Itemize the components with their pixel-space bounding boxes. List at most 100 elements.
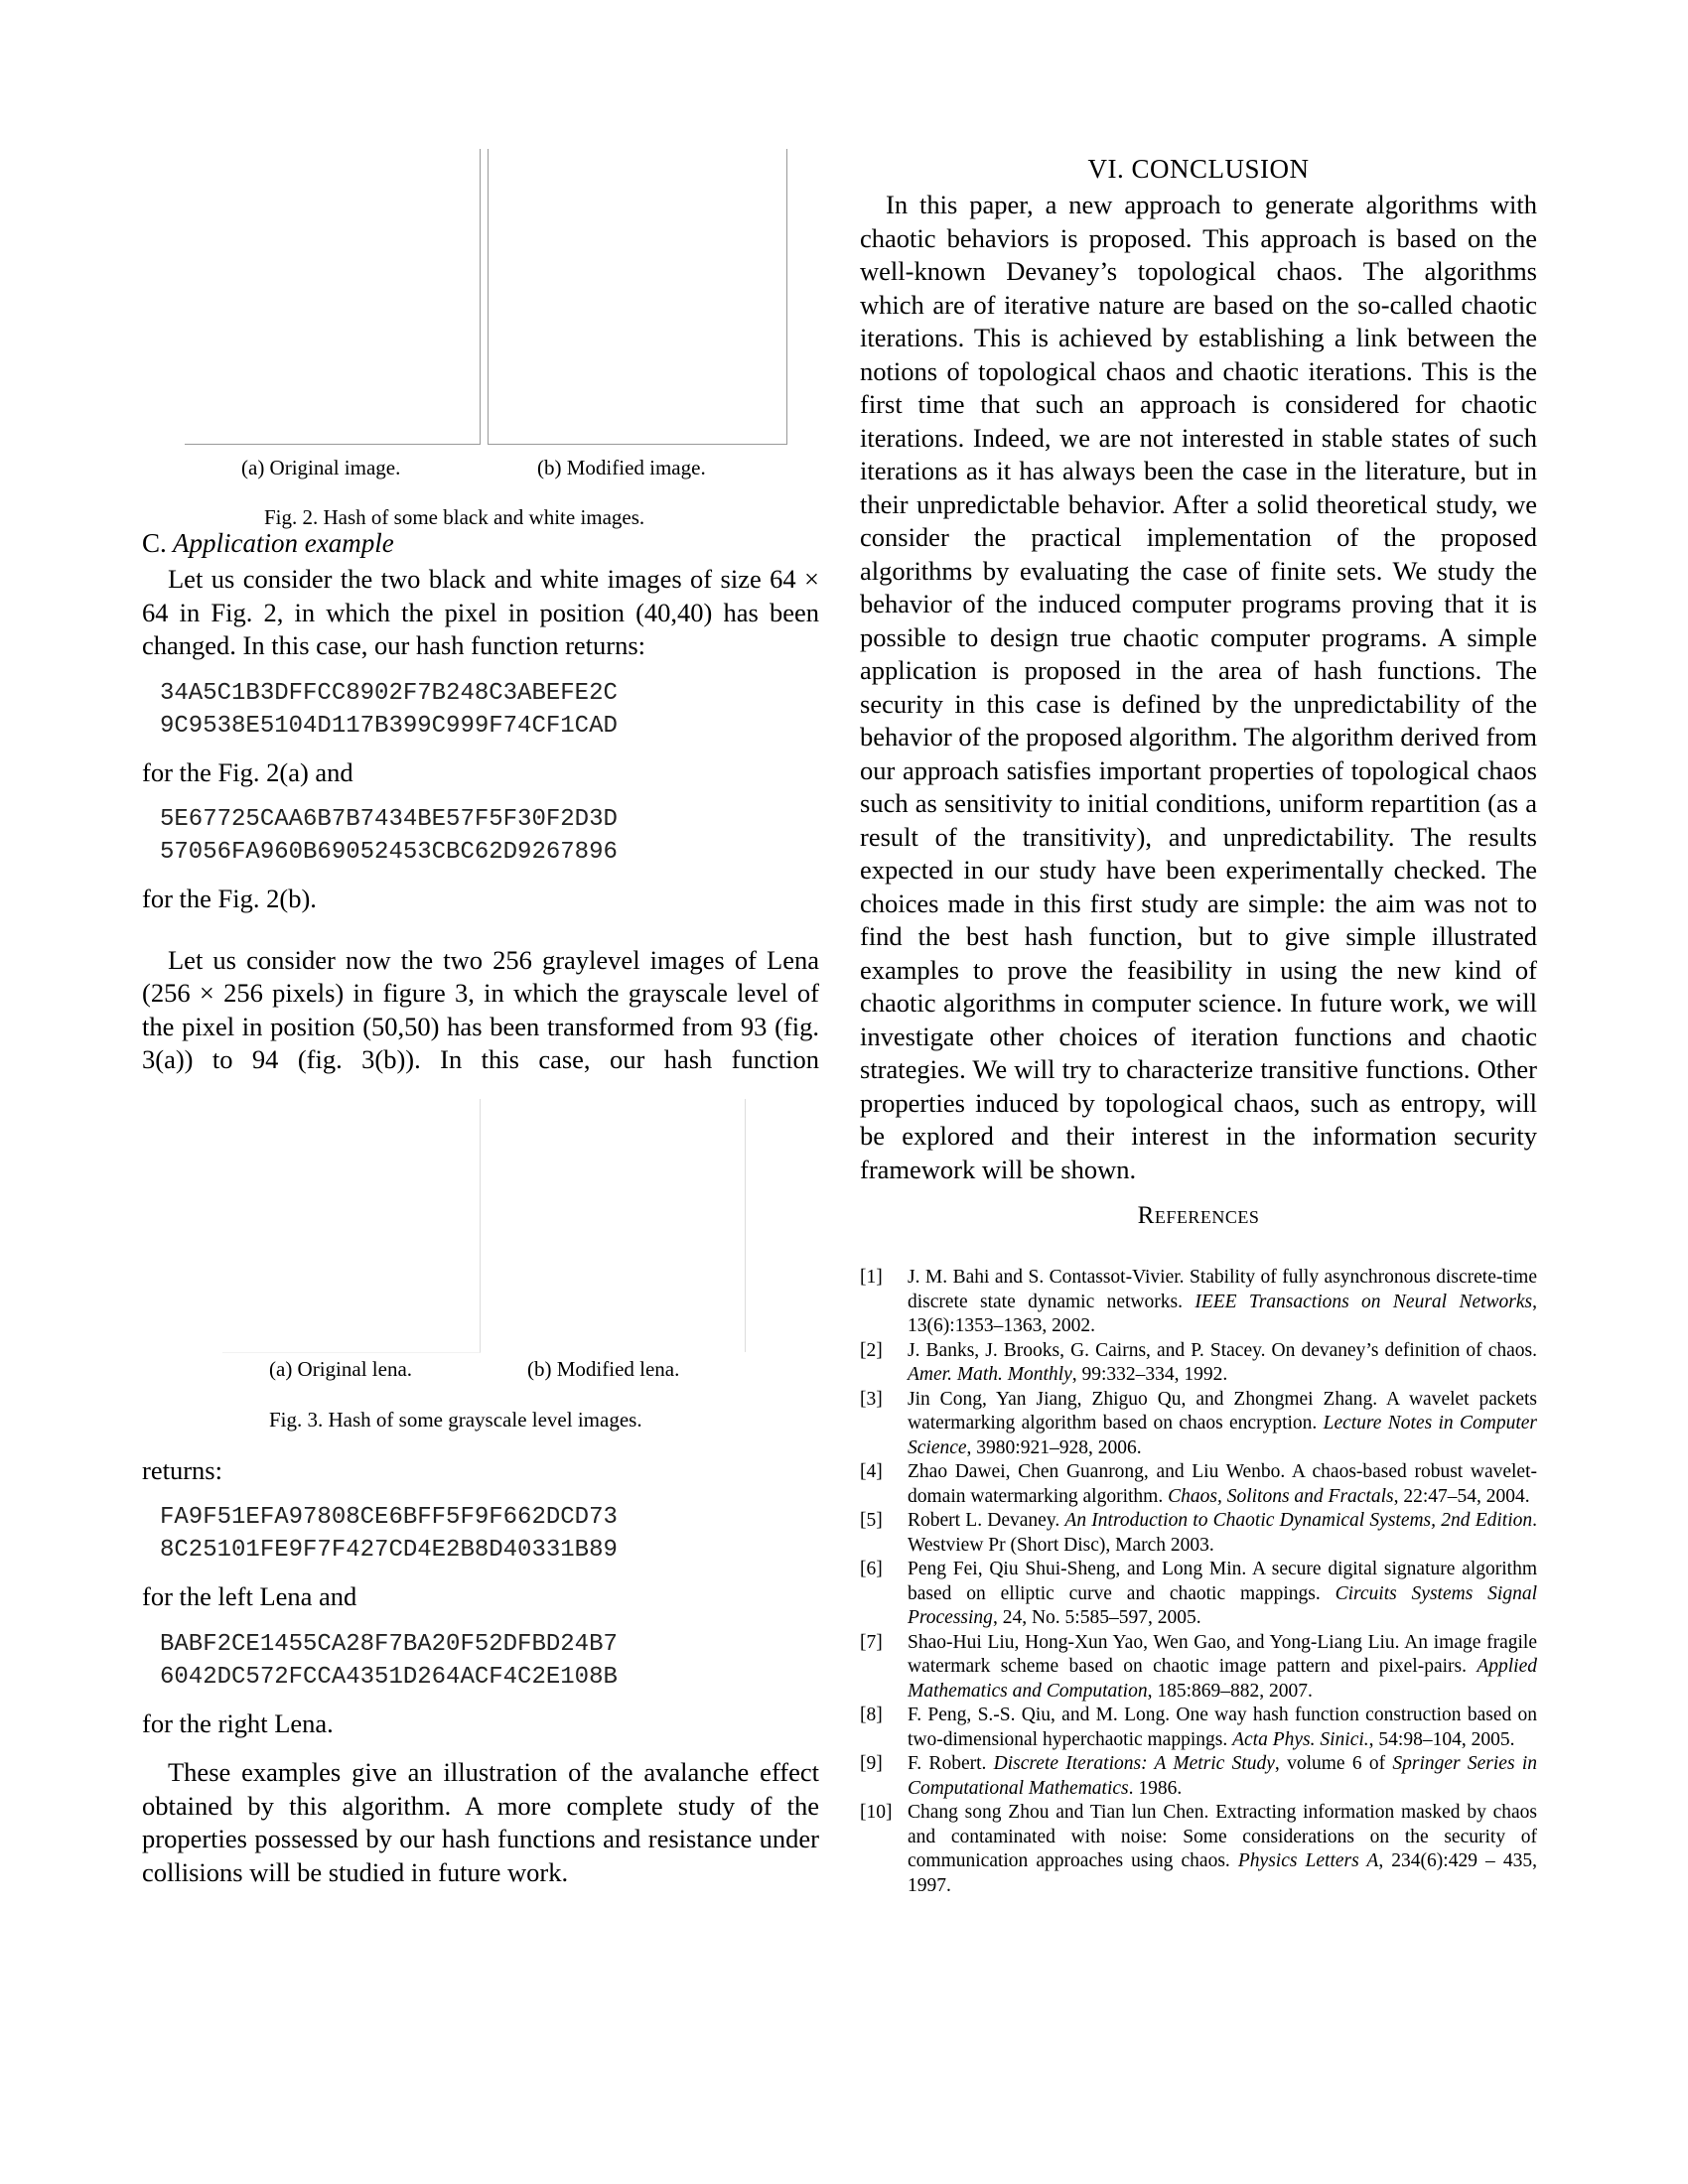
reference-venue: Acta Phys. Sinici. <box>1232 1728 1369 1750</box>
reference-segment: F. Peng, S.-S. Qiu, and M. Long. One way… <box>908 1705 1537 1750</box>
reference-segment: , volume 6 of <box>1274 1753 1393 1774</box>
reference-segment: F. Robert. <box>908 1753 994 1774</box>
reference-text: Chang song Zhou and Tian lun Chen. Extra… <box>908 1801 1537 1898</box>
conclusion-paragraph: In this paper, a new approach to generat… <box>860 190 1537 1184</box>
paragraph-bw-example: Let us consider the two black and white … <box>142 564 819 660</box>
figure-3b-caption: (b) Modified lena. <box>527 1356 680 1381</box>
reference-item: [2] J. Banks, J. Brooks, G. Cairns, and P… <box>860 1339 1537 1388</box>
reference-segment: Jin Cong, Yan Jiang, Zhiguo Qu, and Zhon… <box>908 1388 1537 1434</box>
reference-item: [4]Zhao Dawei, Chen Guanrong, and Liu We… <box>860 1460 1537 1509</box>
paragraph-lena-example: Let us consider now the two 256 grayleve… <box>142 944 819 1075</box>
left-column: (a) Original image. (b) Modified image. … <box>142 149 819 1889</box>
reference-segment: Chang song Zhou and Tian lun Chen. Extra… <box>908 1802 1537 1871</box>
reference-text: Peng Fei, Qiu Shui-Sheng, and Long Min. … <box>908 1558 1537 1631</box>
reference-segment: Shao-Hui Liu, Hong-Xun Yao, Wen Gao, and… <box>908 1631 1537 1678</box>
reference-segment: Zhao Dawei, Chen Guanrong, and Liu Wenbo… <box>908 1461 1537 1507</box>
reference-venue: Physics Letters A <box>1237 1850 1379 1871</box>
reference-segment: , 54:98–104, 2005. <box>1368 1728 1515 1750</box>
reference-number: [1] <box>860 1267 883 1288</box>
references-title: References <box>1137 1202 1260 1229</box>
reference-segment: , 185:869–882, 2007. <box>1147 1680 1313 1702</box>
hash-output-2: 5E67725CAA6B7B7434BE57F5F30F2D3D 57056FA… <box>160 803 819 869</box>
figure-2-caption: Fig. 2. Hash of some black and white ima… <box>264 505 645 529</box>
reference-venue: Chaos, Solitons and Fractals <box>1168 1485 1394 1507</box>
figure-2b-caption: (b) Modified image. <box>537 456 706 479</box>
returns-label: returns: <box>142 1454 222 1485</box>
subsection-heading: C. Application example <box>142 523 819 563</box>
hash-label-1: for the Fig. 2(a) and <box>142 756 353 787</box>
reference-number: [2] <box>860 1339 883 1361</box>
reference-text: Jin Cong, Yan Jiang, Zhiguo Qu, and Zhon… <box>908 1388 1537 1461</box>
reference-segment: , 234(6):429 – 435, 1997. <box>908 1850 1537 1896</box>
hash-line: FA9F51EFA97808CE6BFF5F9F662DCD73 <box>160 1504 618 1531</box>
reference-segment: , 22:47–54, 2004. <box>1393 1485 1530 1507</box>
reference-venue: Springer Series in Computational Mathema… <box>908 1753 1537 1799</box>
reference-venue: Amer. Math. Monthly <box>908 1364 1072 1385</box>
figure-2b-image <box>488 149 787 445</box>
reference-text: F. Peng, S.-S. Qiu, and M. Long. One way… <box>908 1704 1537 1752</box>
hash-label-3: for the left Lena and <box>142 1581 357 1611</box>
figure-2: (a) Original image. (b) Modified image. … <box>142 149 819 529</box>
reference-item: [6] Peng Fei, Qiu Shui-Sheng, and Long Mi… <box>860 1558 1537 1631</box>
reference-segment: Peng Fei, Qiu Shui-Sheng, and Long Min. … <box>908 1559 1537 1604</box>
section-title: VI. CONCLUSION <box>1087 154 1310 184</box>
reference-item: [7] Shao-Hui Liu, Hong-Xun Yao, Wen Gao, … <box>860 1631 1537 1705</box>
reference-venue: Lecture Notes in Computer Science <box>908 1413 1538 1458</box>
reference-segment: J. Banks, J. Brooks, G. Cairns, and P. S… <box>908 1339 1537 1361</box>
right-column: VI. CONCLUSION In this paper, a new appr… <box>860 149 1537 1898</box>
reference-venue: Applied Mathematics and Computation <box>908 1656 1537 1702</box>
hash-output-3: FA9F51EFA97808CE6BFF5F9F662DCD73 8C25101… <box>160 1501 819 1567</box>
hash-line: 34A5C1B3DFFCC8902F7B248C3ABEFE2C <box>160 679 618 707</box>
reference-item: [3] Jin Cong, Yan Jiang, Zhiguo Qu, and Z… <box>860 1388 1537 1461</box>
reference-item: [9] F. Robert. Discrete Iterations: A Met… <box>860 1752 1537 1801</box>
reference-venue: Circuits Systems Signal Processing <box>908 1582 1537 1629</box>
figure-3a-image <box>222 1098 481 1353</box>
hash-line: 9C9538E5104D117B399C999F74CF1CAD <box>160 712 618 740</box>
figure-2a-image <box>185 149 481 445</box>
reference-text: F. Robert. Discrete Iterations: A Metric… <box>908 1752 1537 1801</box>
hash-line: BABF2CE1455CA28F7BA20F52DFBD24B7 <box>160 1630 618 1658</box>
subsection-title: Application example <box>173 528 394 558</box>
reference-number: [10] <box>860 1802 893 1823</box>
reference-segment: . Westview Pr (Short Disc), March 2003. <box>908 1510 1537 1556</box>
reference-number: [5] <box>860 1510 883 1531</box>
reference-item: [5] Robert L. Devaney. An Introduction to… <box>860 1509 1537 1558</box>
reference-segment: , 13(6):1353–1363, 2002. <box>908 1291 1537 1337</box>
reference-venue: IEEE Transactions on Neural Networks <box>1195 1291 1533 1312</box>
hash-output-1: 34A5C1B3DFFCC8902F7B248C3ABEFE2C 9C9538E… <box>160 677 819 743</box>
reference-text: Shao-Hui Liu, Hong-Xun Yao, Wen Gao, and… <box>908 1631 1537 1705</box>
hash-line: 57056FA960B69052453CBC62D9267896 <box>160 839 618 866</box>
reference-number: [7] <box>860 1631 883 1653</box>
hash-label-4: for the right Lena. <box>142 1707 334 1738</box>
reference-venue: Discrete Iterations: A Metric Study <box>993 1753 1275 1774</box>
reference-venue: An Introduction to Chaotic Dynamical Sys… <box>1064 1510 1533 1531</box>
reference-segment: , 99:332–334, 1992. <box>1071 1364 1228 1385</box>
reference-segment: . 1986. <box>1128 1777 1183 1799</box>
reference-number: [6] <box>860 1559 883 1579</box>
figure-3b-image <box>481 1098 746 1352</box>
hash-line: 6042DC572FCCA4351D264ACF4C2E108B <box>160 1663 618 1691</box>
paragraph-avalanche: These examples give an illustration of t… <box>142 1757 819 1887</box>
hash-line: 5E67725CAA6B7B7434BE57F5F30F2D3D <box>160 806 618 833</box>
reference-item: [1] J. M. Bahi and S. Contassot-Vivier. S… <box>860 1266 1537 1339</box>
figure-3a-caption: (a) Original lena. <box>269 1356 413 1381</box>
reference-segment: Robert L. Devaney. <box>908 1510 1065 1531</box>
reference-item: [8] F. Peng, S.-S. Qiu, and M. Long. One … <box>860 1704 1537 1752</box>
reference-segment: J. M. Bahi and S. Contassot-Vivier. Stab… <box>908 1267 1537 1312</box>
reference-number: [8] <box>860 1705 883 1725</box>
subsection-letter: C. <box>142 528 167 558</box>
reference-number: [9] <box>860 1753 883 1774</box>
reference-text: Robert L. Devaney. An Introduction to Ch… <box>908 1509 1537 1558</box>
reference-number: [3] <box>860 1388 883 1410</box>
reference-text: J. Banks, J. Brooks, G. Cairns, and P. S… <box>908 1339 1537 1388</box>
hash-output-4: BABF2CE1455CA28F7BA20F52DFBD24B7 6042DC5… <box>160 1628 819 1694</box>
reference-segment: , 24, No. 5:585–597, 2005. <box>992 1607 1201 1628</box>
reference-item: [10] Chang song Zhou and Tian lun Chen. E… <box>860 1801 1537 1898</box>
figure-2a-caption: (a) Original image. <box>241 456 401 479</box>
figure-3-caption: Fig. 3. Hash of some grayscale level ima… <box>269 1407 642 1432</box>
reference-text: Zhao Dawei, Chen Guanrong, and Liu Wenbo… <box>908 1460 1537 1509</box>
reference-text: J. M. Bahi and S. Contassot-Vivier. Stab… <box>908 1266 1537 1339</box>
reference-segment: , 3980:921–928, 2006. <box>966 1436 1142 1458</box>
figure-3: (a) Original lena. (b) Modified lena. Fi… <box>142 1098 819 1454</box>
reference-list: [1] J. M. Bahi and S. Contassot-Vivier. S… <box>860 1266 1537 1898</box>
